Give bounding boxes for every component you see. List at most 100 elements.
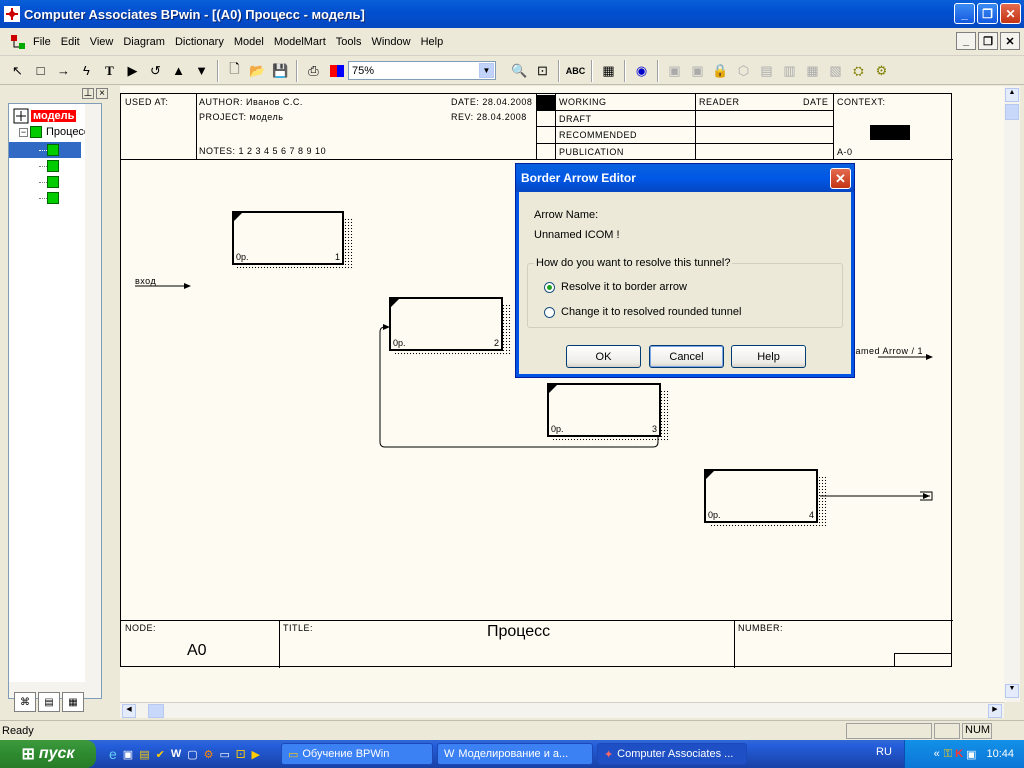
close-button[interactable]: ✕ — [1000, 3, 1021, 24]
menu-tools[interactable]: Tools — [335, 35, 362, 48]
media-player-icon[interactable]: ▶ — [251, 748, 260, 761]
tree-node-process[interactable]: − Процесс — [19, 124, 89, 140]
arrow-tool-icon[interactable]: → — [57, 63, 70, 78]
zoom-fit-icon[interactable]: ⊡ — [537, 62, 548, 78]
menu-edit[interactable]: Edit — [60, 35, 80, 48]
play-icon[interactable]: ▶ — [127, 62, 138, 78]
radio-selected-icon[interactable] — [544, 281, 555, 293]
save-icon[interactable]: 💾 — [272, 62, 289, 78]
mdi-minimize-button[interactable]: _ — [956, 32, 976, 50]
modelmart-icon-9[interactable]: ⚙ — [875, 62, 888, 78]
activity-box-tool-icon[interactable]: □ — [36, 63, 45, 78]
tree-root[interactable]: модель — [13, 108, 77, 124]
modelmart-icon-2[interactable]: ▣ — [691, 62, 704, 78]
objects-tab-icon[interactable]: ▦ — [62, 692, 84, 712]
hscroll-thumb[interactable] — [148, 704, 164, 718]
language-indicator[interactable]: RU — [876, 746, 892, 758]
menu-help[interactable]: Help — [420, 35, 444, 48]
modelmart-icon-6[interactable]: ▦ — [806, 62, 819, 78]
zoom-dropdown-icon[interactable]: ▼ — [479, 63, 494, 78]
activity-box-4[interactable]: 0р. 4 — [704, 469, 818, 523]
print-icon[interactable]: ⎙ — [308, 62, 319, 78]
mdi-close-button[interactable]: ✕ — [1000, 32, 1020, 50]
quicklaunch-icon-2[interactable]: ▣ — [122, 748, 134, 761]
resolve-rounded-tunnel-radio[interactable]: Change it to resolved rounded tunnel — [544, 306, 741, 318]
scroll-up-icon[interactable]: ▲ — [1005, 88, 1019, 102]
tree-child-1[interactable] — [9, 142, 81, 158]
new-file-icon[interactable]: 🗋 — [229, 60, 240, 76]
scroll-right-icon[interactable]: ▶ — [988, 704, 1002, 718]
quicklaunch-icon-7[interactable]: ⚙ — [203, 748, 214, 761]
menu-model[interactable]: Model — [233, 35, 264, 48]
scroll-down-icon[interactable]: ▼ — [1005, 684, 1019, 698]
document-icon[interactable] — [10, 34, 26, 50]
pointer-tool-icon[interactable]: ↖ — [12, 62, 23, 78]
quicklaunch-icon-9[interactable]: ⚀ — [235, 748, 246, 761]
panel-restore-button[interactable]: ⊥ — [82, 88, 94, 99]
mdi-restore-button[interactable]: ❐ — [978, 32, 998, 50]
model-explorer-icon[interactable]: ▦ — [602, 62, 615, 78]
go-up-icon[interactable]: ▲ — [172, 63, 185, 78]
report-icon[interactable]: ◉ — [635, 62, 648, 78]
tree-child-3[interactable] — [39, 174, 59, 190]
collapse-icon[interactable]: − — [19, 126, 28, 137]
menu-view[interactable]: View — [89, 35, 114, 48]
menu-modelmart[interactable]: ModelMart — [273, 35, 326, 48]
open-folder-icon[interactable]: 📂 — [249, 62, 266, 78]
quicklaunch-icon-6[interactable]: ▢ — [187, 748, 198, 761]
canvas-hscroll[interactable]: ◀ ▶ — [120, 702, 1004, 718]
activity-box-3[interactable]: 0р. 3 — [547, 383, 661, 437]
cancel-button[interactable]: Cancel — [649, 345, 724, 368]
unnamed-arrow-label[interactable]: named Arrow / 1 — [850, 346, 924, 356]
tray-icon-3[interactable]: ▣ — [966, 748, 977, 761]
squiggle-tool-icon[interactable]: ϟ — [83, 63, 90, 78]
text-tool-icon[interactable]: T — [105, 62, 114, 78]
ie-icon[interactable]: e — [109, 746, 117, 762]
font-color-icon[interactable] — [325, 60, 348, 82]
modelmart-icon-8[interactable]: ⛭ — [853, 62, 864, 78]
tree-child-2[interactable] — [39, 158, 59, 174]
menu-file[interactable]: File — [33, 35, 51, 48]
menu-diagram[interactable]: Diagram — [123, 35, 165, 48]
go-parent-icon[interactable]: ↺ — [150, 62, 161, 78]
scroll-left-icon[interactable]: ◀ — [122, 704, 136, 718]
modelmart-icon-3[interactable]: ⬡ — [737, 62, 750, 78]
modelmart-icon-5[interactable]: ▥ — [783, 62, 796, 78]
minimize-button[interactable]: _ — [954, 3, 975, 24]
tray-chevron-icon[interactable]: « — [933, 748, 940, 760]
modelmart-icon-7[interactable]: ▧ — [829, 62, 842, 78]
word-icon[interactable]: W — [170, 748, 182, 760]
modelmart-icon-4[interactable]: ▤ — [760, 62, 773, 78]
diagrams-tab-icon[interactable]: ▤ — [38, 692, 60, 712]
ok-button[interactable]: OK — [566, 345, 641, 368]
canvas-vscroll[interactable]: ▲ ▼ — [1004, 86, 1020, 702]
activities-tab-icon[interactable]: ⌘ — [14, 692, 36, 712]
help-button[interactable]: Help — [731, 345, 806, 368]
dialog-close-button[interactable]: ✕ — [830, 168, 851, 189]
zoom-select[interactable]: 75%▼ — [348, 61, 496, 80]
activity-box-1[interactable]: 0р. 1 — [232, 211, 344, 265]
menu-window[interactable]: Window — [371, 35, 411, 48]
resolve-border-arrow-radio[interactable]: Resolve it to border arrow — [544, 281, 687, 293]
menu-dictionary[interactable]: Dictionary — [174, 35, 224, 48]
taskbar-item-folder[interactable]: ▭Обучение BPWin — [280, 743, 433, 765]
diagram-canvas[interactable]: USED AT: AUTHOR: Иванов С.С. PROJECT: мо… — [120, 86, 1004, 702]
go-down-icon[interactable]: ▼ — [195, 63, 208, 78]
tree-vscroll[interactable] — [85, 104, 101, 682]
quicklaunch-icon-4[interactable]: ✔ — [155, 748, 165, 761]
tree-child-4[interactable] — [39, 190, 59, 206]
spellcheck-icon[interactable]: ABC — [565, 65, 586, 76]
taskbar-item-bpwin[interactable]: ✦Computer Associates ... — [596, 743, 747, 765]
quicklaunch-icon-3[interactable]: ▤ — [139, 748, 150, 761]
restore-button[interactable]: ❐ — [977, 3, 998, 24]
quicklaunch-icon-8[interactable]: ▭ — [219, 748, 230, 761]
modelmart-icon-1[interactable]: ▣ — [668, 62, 681, 78]
activity-box-2[interactable]: 0р. 2 — [389, 297, 503, 351]
radio-unselected-icon[interactable] — [544, 306, 555, 318]
input-arrow-label[interactable]: вход — [135, 276, 157, 286]
zoom-in-icon[interactable]: 🔍 — [511, 62, 528, 78]
start-button[interactable]: ⊞ пуск — [0, 740, 96, 768]
scroll-thumb[interactable] — [1005, 104, 1019, 120]
tray-icon-2[interactable]: K — [955, 748, 964, 760]
